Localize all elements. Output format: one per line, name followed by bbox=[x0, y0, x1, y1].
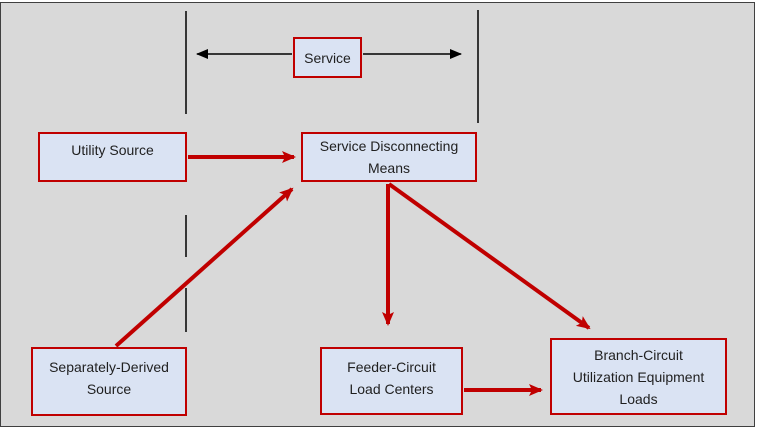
utility-source-box: Utility Source bbox=[38, 132, 187, 182]
feeder-label-line1: Feeder-Circuit bbox=[347, 359, 436, 375]
service-box-label: Service bbox=[304, 49, 351, 66]
branch-label-line3: Loads bbox=[619, 390, 658, 407]
sds-label-line1: Separately-Derived bbox=[49, 359, 169, 375]
service-disconnecting-means-box: Service Disconnecting Means bbox=[301, 132, 477, 182]
branch-label-line1: Branch-Circuit bbox=[594, 346, 683, 363]
service-box: Service bbox=[293, 37, 362, 78]
separately-derived-source-box: Separately-Derived Source bbox=[31, 347, 187, 416]
sdm-label-line1: Service Disconnecting bbox=[319, 138, 459, 154]
branch-circuit-loads-box: Branch-Circuit Utilization Equipment Loa… bbox=[550, 338, 727, 415]
feeder-label-line2: Load Centers bbox=[349, 381, 434, 397]
sds-label-line2: Source bbox=[86, 381, 132, 397]
utility-source-label: Utility Source bbox=[71, 142, 154, 158]
feeder-circuit-load-centers-box: Feeder-Circuit Load Centers bbox=[320, 347, 463, 415]
sdm-label-line2: Means bbox=[367, 160, 411, 176]
branch-label-line2: Utilization Equipment bbox=[572, 368, 705, 385]
